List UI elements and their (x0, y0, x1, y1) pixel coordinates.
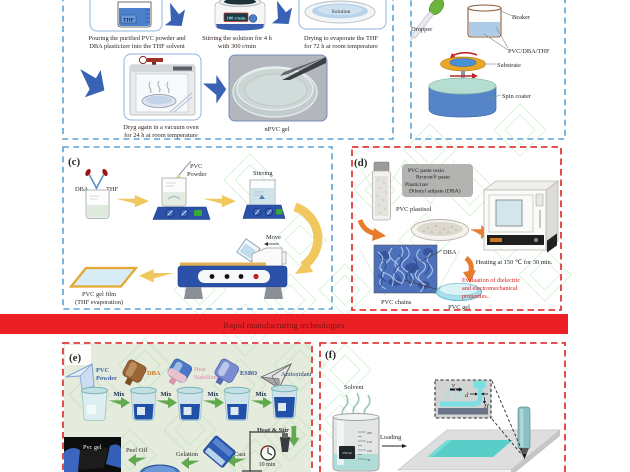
svg-text:(e): (e) (69, 352, 82, 364)
svg-text:(THF evaporation): (THF evaporation) (75, 299, 123, 306)
svg-text:Solution: Solution (332, 9, 351, 15)
svg-text:PVC plastisol: PVC plastisol (396, 206, 432, 213)
svg-text:PVC: PVC (190, 163, 202, 170)
svg-text:Mix: Mix (255, 391, 267, 398)
svg-text:Stirring: Stirring (253, 170, 273, 177)
svg-text:Heating at 150 ℃ for 30 min.: Heating at 150 ℃ for 30 min. (476, 259, 553, 266)
svg-text:100: 100 (367, 449, 372, 453)
svg-text:and electromechanical: and electromechanical (462, 285, 518, 292)
svg-text:200: 200 (367, 431, 372, 435)
svg-text:(f): (f) (325, 349, 336, 361)
svg-text:nPVC gel: nPVC gel (264, 126, 289, 133)
svg-text:Evaluation of dielectric: Evaluation of dielectric (462, 277, 520, 284)
svg-text:d: d (465, 392, 469, 399)
svg-text:Mix: Mix (160, 391, 172, 398)
svg-text:Move: Move (266, 234, 281, 241)
svg-text:THF: THF (123, 18, 135, 24)
svg-text:(c): (c) (68, 156, 81, 168)
svg-text:Spin coater: Spin coater (502, 93, 532, 100)
svg-text:Pouring the purified PVC powde: Pouring the purified PVC powder and (88, 35, 186, 42)
svg-text:Dryg again in a vacuum oven: Dryg again in a vacuum oven (123, 124, 199, 131)
svg-text:ESBO: ESBO (240, 370, 257, 377)
svg-text:Ryuron® paste: Ryuron® paste (416, 174, 450, 181)
svg-text:Plasticizer: Plasticizer (405, 182, 428, 188)
svg-text:DBA: DBA (443, 249, 457, 256)
svg-text:Cast: Cast (234, 451, 246, 458)
svg-text:PVC chains: PVC chains (381, 299, 412, 306)
svg-text:for 24 h at room temperature: for 24 h at room temperature (124, 132, 198, 139)
svg-text:Powder: Powder (96, 375, 117, 382)
svg-text:Antioxidant: Antioxidant (281, 371, 312, 378)
svg-text:DBA plasticizer into the THF s: DBA plasticizer into the THF solvent (89, 43, 185, 50)
svg-text:Dropper: Dropper (411, 26, 433, 33)
svg-text:(d): (d) (354, 157, 368, 169)
svg-text:Rapid manufacturing technologi: Rapid manufacturing technologies (223, 320, 345, 330)
svg-text:Mix: Mix (207, 391, 219, 398)
svg-text:Stirring the solution for 4 h: Stirring the solution for 4 h (202, 35, 273, 42)
svg-text:v: v (452, 382, 455, 389)
svg-text:PVC paste resin: PVC paste resin (408, 168, 444, 174)
svg-text:properties..: properties.. (462, 293, 490, 300)
svg-text:THF: THF (106, 186, 119, 193)
svg-text:150: 150 (367, 440, 372, 444)
svg-text:Peel Off: Peel Off (126, 447, 148, 454)
svg-text:PVC gel: PVC gel (448, 304, 470, 311)
svg-text:Stabilizer: Stabilizer (194, 374, 219, 381)
svg-text:Heat: Heat (194, 366, 206, 373)
svg-text:Heat & Stir: Heat & Stir (257, 427, 289, 434)
svg-text:Gelation: Gelation (176, 451, 199, 458)
svg-text:DBA: DBA (75, 186, 89, 193)
svg-text:DBA: DBA (147, 370, 161, 377)
svg-text:PVC: PVC (96, 367, 110, 374)
svg-text:Pvc gel: Pvc gel (83, 444, 102, 451)
svg-text:Powder: Powder (187, 171, 207, 178)
svg-text:Mix: Mix (113, 391, 125, 398)
svg-text:PVC/DBA/THF: PVC/DBA/THF (508, 48, 550, 55)
svg-text:Solvent: Solvent (344, 384, 364, 391)
svg-text:Dibutyl adipate (DBA): Dibutyl adipate (DBA) (409, 188, 461, 195)
svg-text:Beaker: Beaker (512, 14, 531, 21)
svg-text:10 min: 10 min (259, 462, 276, 468)
svg-text:Substrate: Substrate (497, 62, 521, 69)
svg-text:100 r/min: 100 r/min (226, 16, 245, 21)
svg-text:50: 50 (367, 458, 371, 462)
svg-text:with 300 r/min: with 300 r/min (218, 43, 257, 50)
svg-text:for 72 h at room temperature: for 72 h at room temperature (304, 43, 378, 50)
svg-text:PVC gel film: PVC gel film (82, 291, 116, 298)
svg-text:Loading: Loading (380, 434, 402, 441)
svg-text:250 ml: 250 ml (342, 451, 352, 455)
svg-text:Drying to evaporate the THF: Drying to evaporate the THF (304, 35, 379, 42)
svg-text:H: H (483, 403, 490, 410)
